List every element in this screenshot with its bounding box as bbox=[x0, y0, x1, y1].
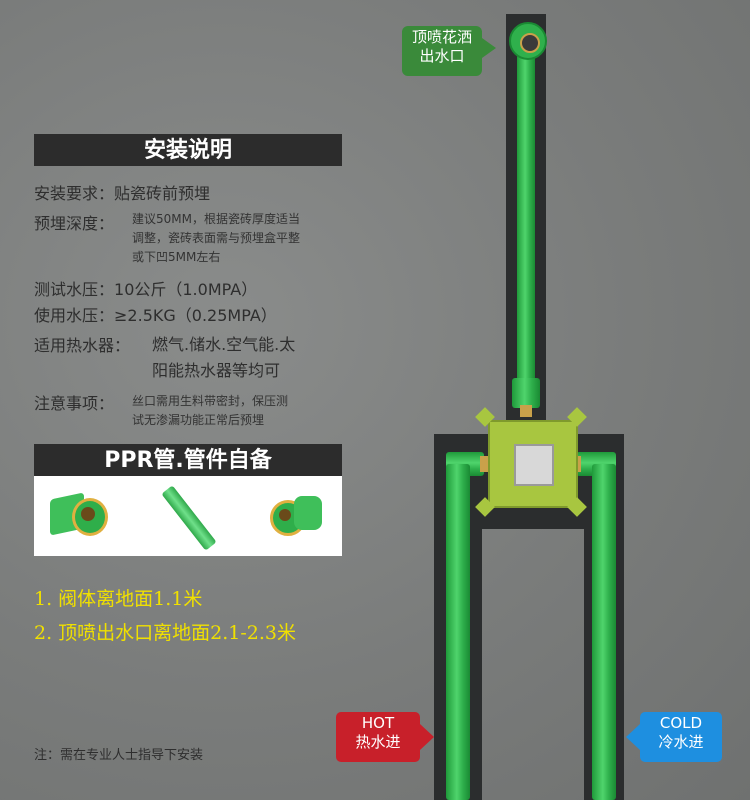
spec-value-lines: 建议50MM，根据瓷砖厚度适当 调整，瓷砖表面需与预埋盒平整 或下凹5MM左右 bbox=[132, 210, 362, 267]
note-outlet-height: 2. 顶喷出水口离地面2.1-2.3米 bbox=[34, 622, 297, 644]
cold-label-en: COLD bbox=[659, 714, 703, 732]
spec-row-3: 测试水压：10公斤（1.0MPA） bbox=[34, 276, 257, 300]
spec-label: 使用水压： bbox=[34, 306, 115, 325]
spec-value-line: 建议50MM，根据瓷砖厚度适当 bbox=[132, 212, 300, 226]
shower-outlet-line2: 出水口 bbox=[419, 47, 465, 65]
top-elbow-fitting bbox=[509, 22, 547, 60]
hot-label-en: HOT bbox=[361, 714, 395, 732]
label-arrow bbox=[482, 38, 496, 58]
hot-label-cn: 热水进 bbox=[355, 733, 401, 751]
coupling-fitting-image bbox=[50, 490, 108, 538]
spec-value: 贴瓷砖前预埋 bbox=[114, 184, 211, 203]
riser-pipe bbox=[517, 46, 535, 396]
embedded-valve-box bbox=[488, 420, 578, 508]
hot-inlet-pipe bbox=[446, 464, 470, 800]
cold-label: COLD 冷水进 bbox=[640, 712, 722, 762]
spec-value-line: 试无渗漏功能正常后预埋 bbox=[132, 413, 265, 427]
cold-inlet-pipe bbox=[592, 464, 616, 800]
shower-outlet-label: 顶喷花洒 出水口 bbox=[402, 26, 482, 76]
spec-value-line: 阳能热水器等均可 bbox=[152, 361, 281, 380]
hot-label: HOT 热水进 bbox=[336, 712, 420, 762]
hot-brass-thread bbox=[480, 456, 490, 472]
elbow-fitting-image bbox=[270, 490, 326, 538]
spec-value: 10公斤（1.0MPA） bbox=[114, 280, 258, 299]
ppr-pipe-image bbox=[161, 485, 217, 551]
spec-value-line: 燃气.储水.空气能.太 bbox=[152, 335, 296, 354]
spec-value-lines: 丝口需用生料带密封，保压测 试无渗漏功能正常后预埋 bbox=[132, 392, 362, 430]
note-valve-height: 1. 阀体离地面1.1米 bbox=[34, 588, 203, 610]
spec-value-line: 或下凹5MM左右 bbox=[132, 250, 221, 264]
footer-note: 注：需在专业人士指导下安装 bbox=[34, 748, 204, 763]
fittings-panel bbox=[34, 476, 342, 556]
valve-body bbox=[514, 444, 554, 486]
cold-arrow bbox=[626, 724, 640, 750]
spec-label: 测试水压： bbox=[34, 280, 115, 299]
spec-value-lines: 燃气.储水.空气能.太 阳能热水器等均可 bbox=[152, 332, 362, 384]
spec-label: 注意事项： bbox=[34, 394, 115, 413]
spec-value-line: 丝口需用生料带密封，保压测 bbox=[132, 394, 289, 408]
hot-arrow bbox=[420, 724, 434, 750]
spec-row-4: 使用水压：≥2.5KG（0.25MPA） bbox=[34, 302, 277, 326]
riser-coupling bbox=[512, 378, 540, 408]
spec-row-1: 安装要求：贴瓷砖前预埋 bbox=[34, 180, 210, 204]
install-title-bar: 安装说明 bbox=[34, 134, 342, 166]
spec-value: ≥2.5KG（0.25MPA） bbox=[114, 306, 277, 325]
brass-thread bbox=[520, 405, 532, 417]
spec-label: 适用热水器： bbox=[34, 336, 131, 355]
cold-label-cn: 冷水进 bbox=[658, 733, 704, 751]
spec-label: 预埋深度： bbox=[34, 214, 115, 233]
spec-value-line: 调整，瓷砖表面需与预埋盒平整 bbox=[132, 231, 301, 245]
ppr-title-bar: PPR管.管件自备 bbox=[34, 444, 342, 476]
spec-label: 安装要求： bbox=[34, 184, 115, 203]
shower-outlet-line1: 顶喷花洒 bbox=[411, 28, 472, 46]
